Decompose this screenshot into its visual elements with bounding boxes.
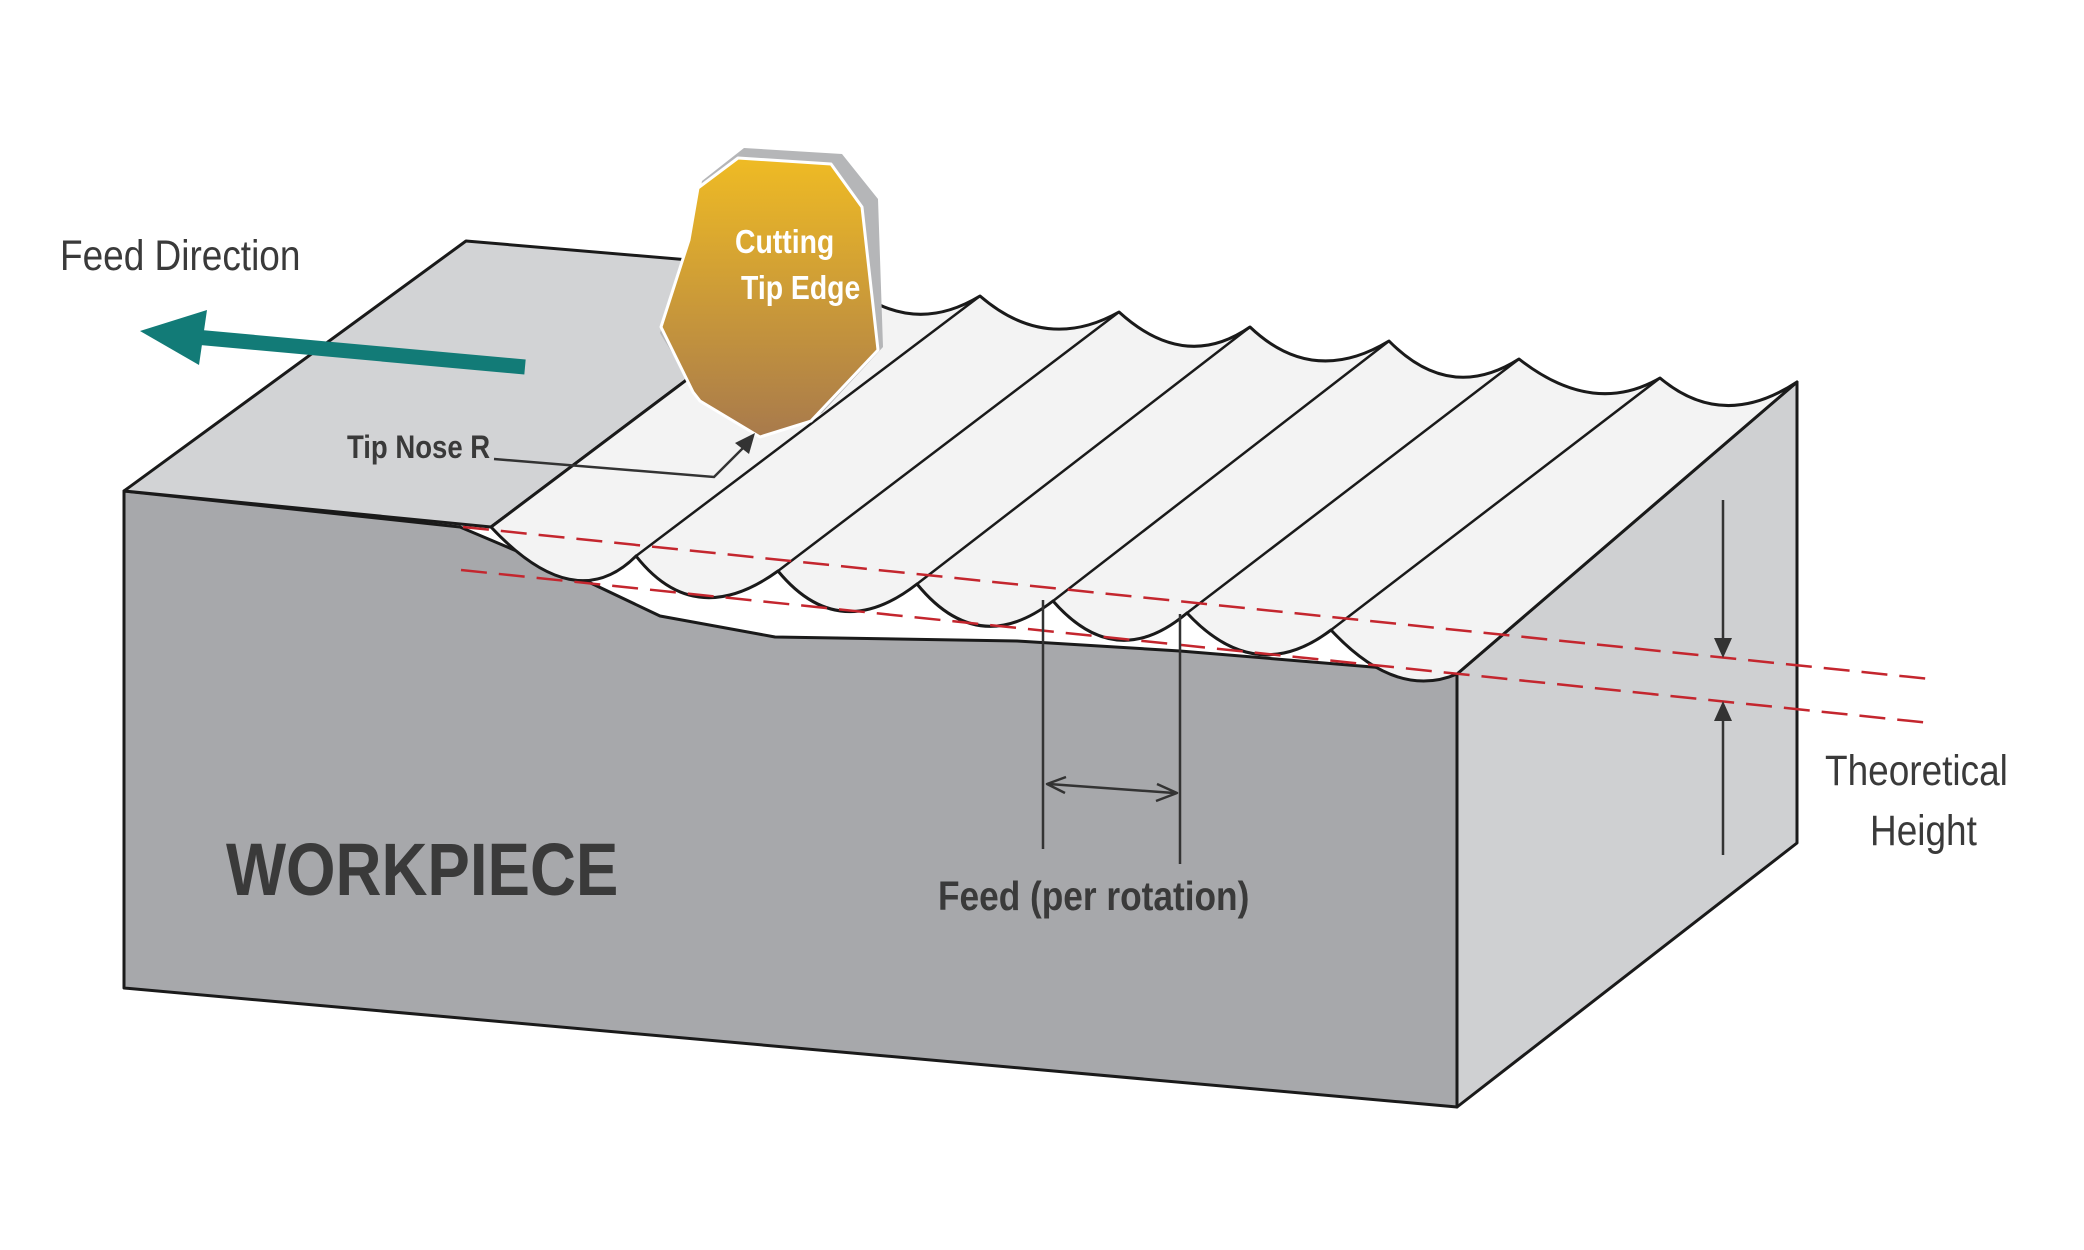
cutting-tip-body xyxy=(659,156,880,439)
workpiece-label: WORKPIECE xyxy=(226,829,618,912)
theoretical-height-reference-lines xyxy=(460,525,1931,725)
groove-ridges xyxy=(635,295,1661,631)
feed-direction-arrow xyxy=(140,310,526,375)
tip-nose-r-leader xyxy=(493,433,755,479)
height-arrowhead-bottom xyxy=(1714,701,1732,721)
feed-dimension xyxy=(1041,600,1182,864)
cutting-tip xyxy=(659,148,883,439)
cutting-tip-label-line2: Tip Edge xyxy=(741,269,860,307)
feed-direction-label: Feed Direction xyxy=(60,232,300,279)
feed-dimension-line xyxy=(1048,782,1175,795)
theoretical-height-label-line1: Theoretical xyxy=(1825,747,2008,794)
tip-nose-r-label: Tip Nose R xyxy=(347,430,490,465)
feed-arrowhead-right xyxy=(1155,782,1179,803)
feed-per-rotation-label: Feed (per rotation) xyxy=(938,874,1249,920)
theoretical-height-label-line2: Height xyxy=(1870,807,1977,854)
valley-reference-line xyxy=(460,568,1931,725)
feed-arrowhead-left xyxy=(1045,775,1067,795)
cutting-tip-label-line1: Cutting xyxy=(735,223,834,261)
peak-reference-line xyxy=(462,525,1931,681)
height-dimension xyxy=(1714,500,1732,855)
height-arrowhead-top xyxy=(1714,638,1732,658)
